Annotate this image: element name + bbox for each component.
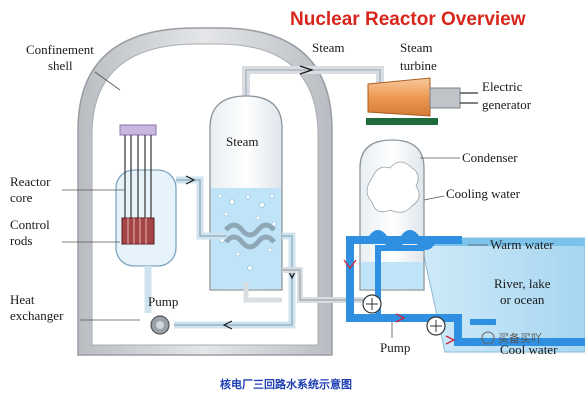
cooling-loop-pipe	[346, 236, 585, 346]
condenser-coil	[367, 230, 437, 250]
feed-pump-cross	[366, 298, 378, 310]
condensing-steam	[366, 161, 420, 213]
return-flow-arrow	[222, 320, 233, 330]
steam-turbine-label-1: Steam	[400, 40, 433, 55]
reactor-core-label-2: core	[10, 190, 33, 205]
cooling-flow-arrow-2	[395, 313, 406, 323]
heat-exchanger-label-1: Heat	[10, 292, 35, 307]
river-label-2: or ocean	[500, 292, 545, 307]
figure-caption: 核电厂三回路水系统示意图	[220, 377, 352, 391]
primary-loop-hot-outline	[176, 179, 226, 237]
steam-turbine	[367, 77, 431, 117]
steam-flow-arrow	[299, 65, 315, 75]
outer-pump-label: Pump	[380, 340, 410, 355]
feedwater-pipe-outline	[282, 269, 370, 301]
steam-turbine-label-2: turbine	[400, 58, 437, 73]
turbine-mount	[366, 118, 438, 125]
inner-pump-label: Pump	[148, 294, 178, 309]
electric-generator-label-1: Electric	[482, 79, 523, 94]
control-rod-drive	[119, 124, 157, 136]
cooling-flow-arrow-1	[343, 259, 357, 270]
bubbles	[217, 193, 277, 271]
control-rods-label-1: Control	[10, 217, 50, 232]
cooling-flow-arrow-3	[445, 335, 456, 345]
primary-loop-return-outline	[174, 235, 293, 326]
title-banner-bg	[282, 5, 575, 31]
heat-exchanger-label-2: exchanger	[10, 308, 64, 323]
cooling-branch	[375, 245, 424, 318]
steam-top-label: Steam	[312, 40, 345, 55]
leader-lines	[62, 71, 488, 338]
core-rod-stripes	[127, 218, 147, 244]
river-label-1: River, lake	[494, 276, 551, 291]
warm-water-label: Warm water	[490, 237, 554, 252]
steam-vessel-label: Steam	[226, 134, 259, 149]
cooling-water-label: Cooling water	[446, 186, 521, 201]
watermark-icon	[481, 331, 495, 345]
heat-exchanger-coil	[224, 222, 276, 250]
condensate	[361, 262, 423, 289]
page-title: Nuclear Reactor Overview	[290, 9, 526, 30]
electric-generator	[429, 87, 461, 109]
hot-flow-arrow	[185, 175, 196, 185]
confinement-shell-label-2: shell	[48, 58, 73, 73]
condenser-label: Condenser	[462, 150, 518, 165]
electric-generator-label-2: generator	[482, 97, 532, 112]
watermark-text: 买备买吖	[498, 331, 542, 345]
cool-water-label: Cool water	[500, 342, 558, 357]
reactor-core-rods	[121, 217, 155, 245]
cooling-pump-cross	[430, 320, 442, 332]
inner-pump-hub	[156, 321, 164, 329]
control-rods-label-2: rods	[10, 233, 32, 248]
feedwater-inlet	[243, 282, 282, 303]
confinement-shell-label-1: Confinement	[26, 42, 94, 57]
reactor-core-label-1: Reactor	[10, 174, 51, 189]
